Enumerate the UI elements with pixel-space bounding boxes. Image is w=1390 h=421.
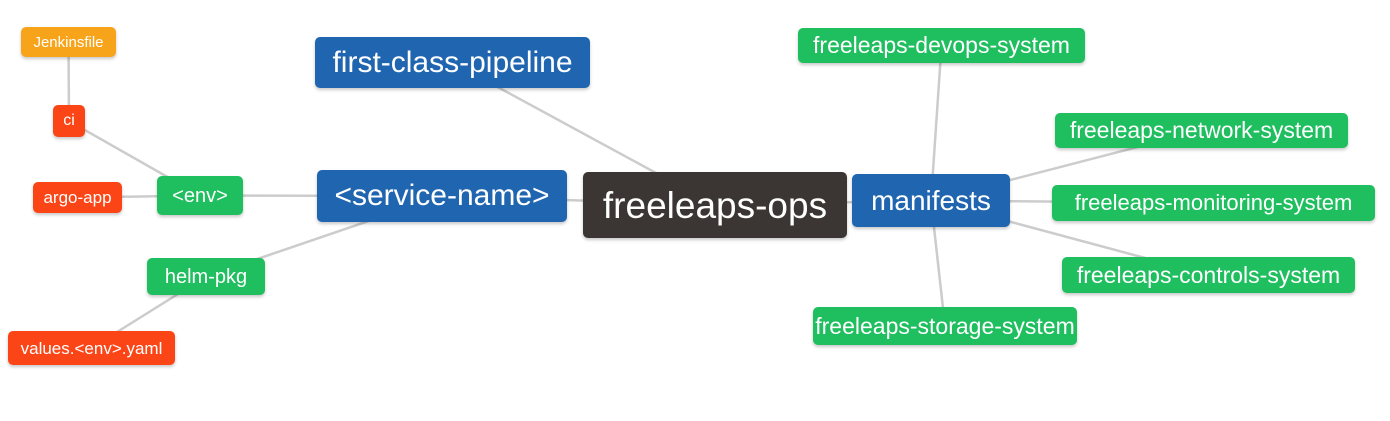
node-service-name[interactable]: <service-name> [317, 170, 567, 222]
node-manifests[interactable]: manifests [852, 174, 1010, 227]
node-ci[interactable]: ci [53, 105, 85, 137]
node-storage-system[interactable]: freeleaps-storage-system [813, 307, 1077, 345]
node-values-env-yaml[interactable]: values.<env>.yaml [8, 331, 175, 365]
node-monitoring-system[interactable]: freeleaps-monitoring-system [1052, 185, 1375, 221]
node-devops-system[interactable]: freeleaps-devops-system [798, 28, 1085, 63]
node-controls-system[interactable]: freeleaps-controls-system [1062, 257, 1355, 293]
node-helm-pkg[interactable]: helm-pkg [147, 258, 265, 295]
node-first-class-pipeline[interactable]: first-class-pipeline [315, 37, 590, 88]
node-jenkinsfile[interactable]: Jenkinsfile [21, 27, 116, 57]
node-freeleaps-ops[interactable]: freeleaps-ops [583, 172, 847, 238]
node-network-system[interactable]: freeleaps-network-system [1055, 113, 1348, 148]
node-argo-app[interactable]: argo-app [33, 182, 122, 213]
node-env[interactable]: <env> [157, 176, 243, 215]
